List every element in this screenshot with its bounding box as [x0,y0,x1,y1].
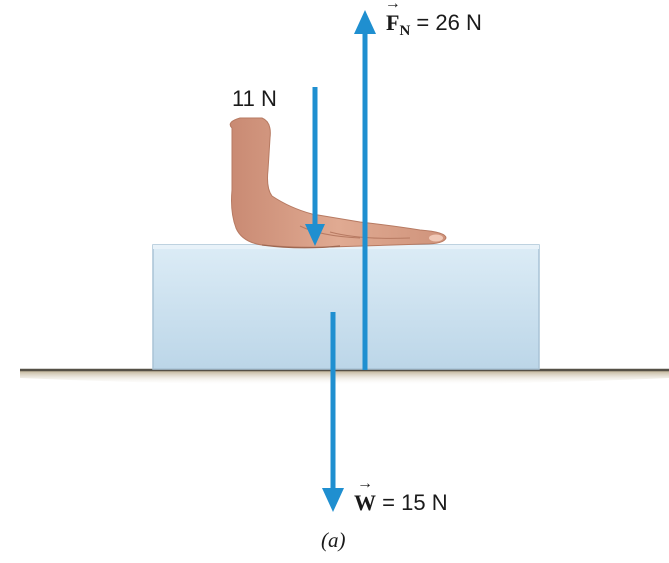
normal-force-arrow [354,10,376,370]
push-force-arrow [305,87,325,246]
normal-force-equals: = [416,10,430,35]
weight-value: 15 N [401,490,448,515]
weight-label: W = 15 N [354,490,448,516]
normal-force-subscript: N [399,23,411,39]
hand [229,117,447,249]
weight-force-arrow [322,312,344,512]
figure-caption: (a) [321,528,346,552]
ground-shadow [20,370,669,385]
block-top-edge [153,245,539,249]
normal-force-value: 26 N [435,10,482,35]
weight-equals: = [382,490,395,515]
push-force-value: 11 N [232,86,277,111]
normal-force-label: FN = 26 N [386,10,482,39]
weight-symbol: W [354,490,376,516]
normal-force-symbol: F [386,10,399,36]
block [152,244,540,370]
push-force-label: 11 N [232,86,277,112]
